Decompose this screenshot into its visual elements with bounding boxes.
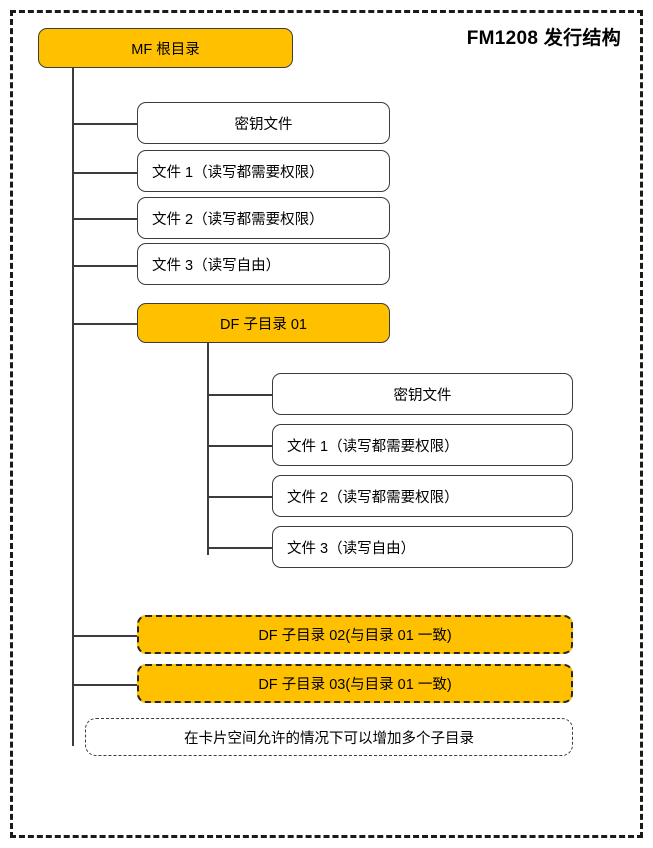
connector-trunk-df01 — [207, 343, 209, 555]
connector-branch-root-5 — [72, 323, 137, 325]
connector-branch-root-4 — [72, 265, 137, 267]
connector-branch-root-3 — [72, 218, 137, 220]
connector-trunk-root — [72, 68, 74, 746]
node-label: 文件 3（读写自由） — [152, 257, 281, 274]
node-root-child-3[interactable]: 文件 2（读写都需要权限） — [137, 197, 390, 239]
connector-branch-root-1 — [72, 123, 137, 125]
node-label: 密钥文件 — [393, 387, 452, 404]
connector-branch-root-7 — [72, 684, 137, 686]
node-label: DF 子目录 03(与目录 01 一致) — [258, 677, 452, 693]
node-df01-child-1[interactable]: 密钥文件 — [272, 373, 573, 415]
outer-dashed-frame — [10, 10, 643, 838]
node-root-child-1[interactable]: 密钥文件 — [137, 102, 390, 144]
connector-branch-root-2 — [72, 172, 137, 174]
node-df01-child-2[interactable]: 文件 1（读写都需要权限） — [272, 424, 573, 466]
node-label: DF 子目录 01 — [219, 316, 307, 333]
node-df-subdir-03[interactable]: DF 子目录 03(与目录 01 一致) — [137, 664, 573, 703]
connector-branch-df01-1 — [207, 394, 272, 396]
connector-branch-df01-4 — [207, 547, 272, 549]
node-root-child-2[interactable]: 文件 1（读写都需要权限） — [137, 150, 390, 192]
node-label: 文件 3（读写自由） — [287, 540, 416, 557]
connector-branch-root-6 — [72, 635, 137, 637]
note-label: 在卡片空间允许的情况下可以增加多个子目录 — [184, 730, 474, 747]
connector-branch-df01-2 — [207, 445, 272, 447]
node-label: 文件 1（读写都需要权限） — [287, 438, 459, 455]
node-label: MF 根目录 — [131, 41, 200, 58]
node-df01-child-4[interactable]: 文件 3（读写自由） — [272, 526, 573, 568]
note-additional-subdirectories: 在卡片空间允许的情况下可以增加多个子目录 — [85, 718, 573, 756]
connector-branch-df01-3 — [207, 496, 272, 498]
page-title: FM1208 发行结构 — [466, 28, 621, 49]
node-df01-child-3[interactable]: 文件 2（读写都需要权限） — [272, 475, 573, 517]
node-root-child-4[interactable]: 文件 3（读写自由） — [137, 243, 390, 285]
node-df-subdir-02[interactable]: DF 子目录 02(与目录 01 一致) — [137, 615, 573, 654]
node-df-subdir-01[interactable]: DF 子目录 01 — [137, 303, 390, 343]
node-label: 文件 2（读写都需要权限） — [152, 211, 324, 228]
node-label: 文件 1（读写都需要权限） — [152, 164, 324, 181]
node-label: 文件 2（读写都需要权限） — [287, 489, 459, 506]
node-label: DF 子目录 02(与目录 01 一致) — [258, 628, 452, 644]
node-label: 密钥文件 — [234, 116, 293, 133]
node-mf-root[interactable]: MF 根目录 — [38, 28, 293, 68]
